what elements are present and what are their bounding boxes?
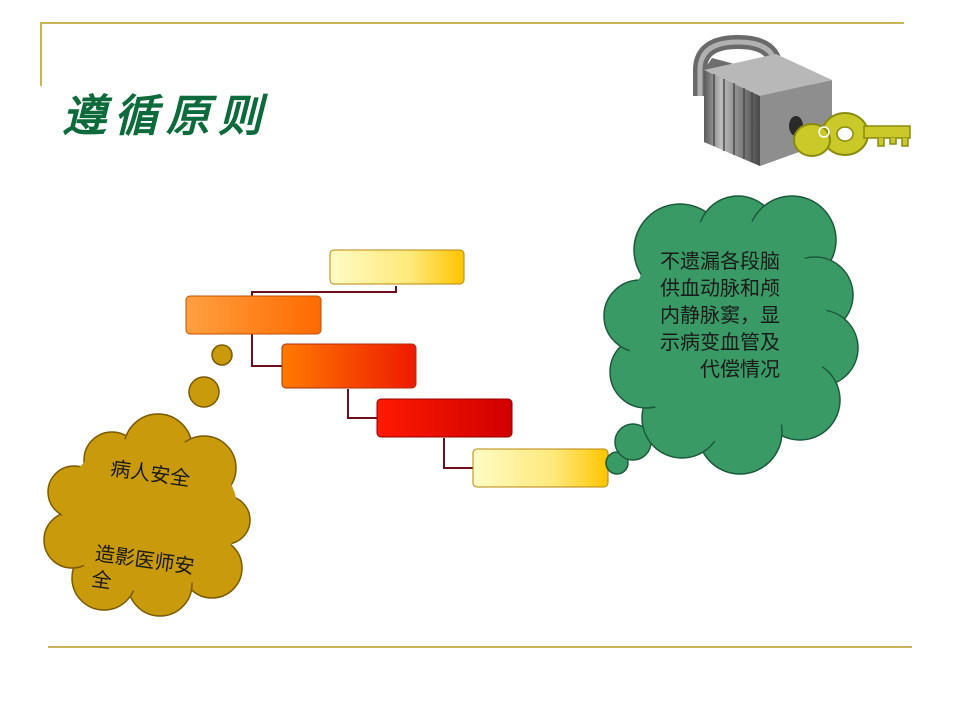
- stair-box-4: [376, 398, 513, 438]
- key-icon: [793, 112, 911, 157]
- gold-thought-cloud: [43, 344, 251, 617]
- stair-box-3: [281, 343, 417, 389]
- green-thought-cloud: [603, 195, 859, 475]
- green-cloud-text: 不遗漏各段脑供血动脉和颅内静脉窦，显示病变血管及代偿情况: [660, 249, 780, 381]
- bottom-rule: [48, 646, 912, 648]
- stair-box-1: [329, 249, 465, 285]
- slide-title: 遵循原则: [62, 91, 270, 142]
- left-rule: [40, 22, 42, 86]
- stair-box-2: [185, 295, 322, 335]
- padlock-icon: [693, 34, 832, 166]
- stair-connectors: [251, 286, 474, 469]
- stair-box-5: [472, 448, 609, 488]
- top-rule: [40, 22, 904, 24]
